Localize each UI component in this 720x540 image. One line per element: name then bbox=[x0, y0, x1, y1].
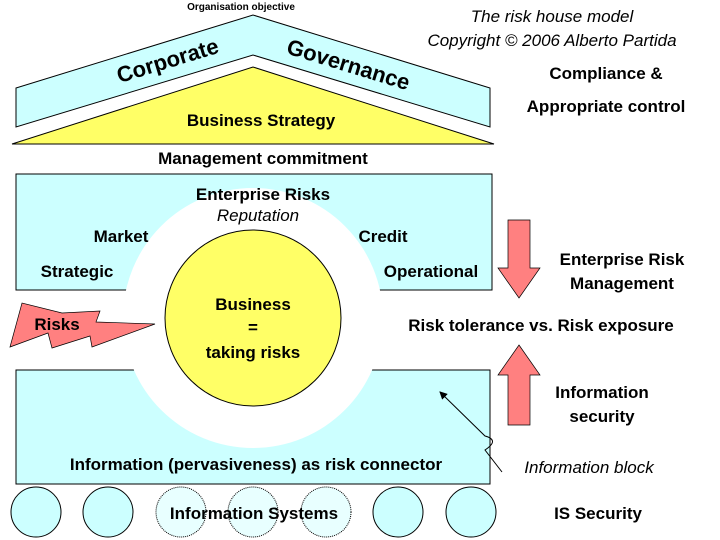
core-line1: Business bbox=[215, 295, 291, 314]
is-circle bbox=[227, 486, 279, 538]
up-arrow bbox=[497, 344, 541, 426]
business-strategy-triangle bbox=[11, 66, 495, 145]
information-block-label: Information block bbox=[524, 458, 655, 477]
roof-governance bbox=[15, 14, 491, 128]
is-security-label: IS Security bbox=[554, 504, 642, 523]
credit-label: Credit bbox=[358, 227, 407, 246]
is-circle bbox=[155, 486, 207, 538]
management-commitment-label: Management commitment bbox=[158, 149, 368, 168]
organisation-objective-label: Organisation objective bbox=[187, 2, 295, 13]
risks-lightning-arrow bbox=[9, 302, 156, 349]
infosec-line1: Information bbox=[555, 383, 649, 402]
is-circle bbox=[82, 486, 134, 538]
model-title: The risk house model bbox=[471, 7, 635, 26]
is-circle bbox=[10, 486, 62, 538]
compliance-line1: Compliance & bbox=[549, 64, 662, 83]
business-strategy-label: Business Strategy bbox=[187, 111, 336, 130]
infosec-line2: security bbox=[569, 407, 635, 426]
is-circle bbox=[300, 486, 352, 538]
is-circle bbox=[372, 486, 424, 538]
operational-label: Operational bbox=[384, 262, 478, 281]
market-label: Market bbox=[94, 227, 149, 246]
information-systems-label: Information Systems bbox=[170, 504, 338, 523]
business-core-circle bbox=[164, 229, 342, 407]
information-systems-circles bbox=[10, 486, 497, 538]
core-line2: = bbox=[248, 318, 258, 337]
erm-line1: Enterprise Risk bbox=[560, 250, 685, 269]
reputation-label: Reputation bbox=[217, 206, 299, 225]
strategic-label: Strategic bbox=[41, 262, 114, 281]
enterprise-risks-title: Enterprise Risks bbox=[196, 185, 330, 204]
risk-tolerance-label: Risk tolerance vs. Risk exposure bbox=[408, 316, 674, 335]
information-block-pointer bbox=[439, 391, 503, 473]
compliance-line2: Appropriate control bbox=[527, 97, 686, 116]
down-arrow bbox=[497, 219, 541, 299]
info-connector-label: Information (pervasiveness) as risk conn… bbox=[70, 455, 443, 474]
is-circle bbox=[445, 486, 497, 538]
erm-line2: Management bbox=[570, 274, 674, 293]
copyright: Copyright © 2006 Alberto Partida bbox=[427, 31, 676, 50]
core-line3: taking risks bbox=[206, 343, 301, 362]
risks-label: Risks bbox=[34, 315, 79, 334]
